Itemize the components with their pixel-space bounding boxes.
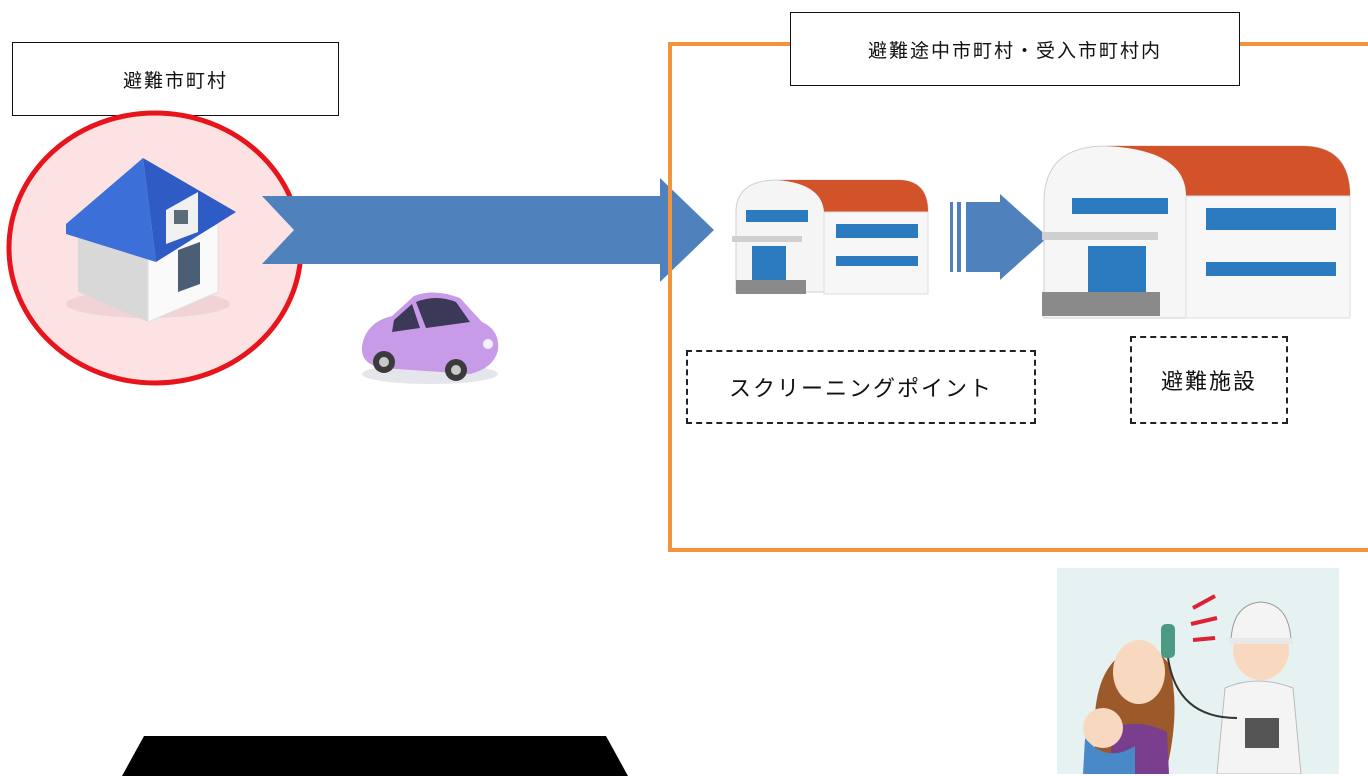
- facility-text: 避難施設: [1160, 370, 1257, 395]
- screening-illustration: [1057, 568, 1339, 774]
- evacuation-arrow: [262, 178, 714, 282]
- small-arrow: [950, 194, 1048, 280]
- screening-point-label: スクリーニングポイント: [686, 350, 1036, 424]
- bottom-dark-shape: [122, 736, 628, 776]
- screening-point-text: スクリーニングポイント: [728, 377, 993, 402]
- house-icon: [66, 158, 236, 323]
- origin-label-text: 避難市町村: [122, 69, 228, 92]
- origin-label: 避難市町村: [12, 42, 339, 116]
- region-label-text: 避難途中市町村・受入市町村内: [867, 39, 1162, 62]
- facility-label: 避難施設: [1130, 336, 1288, 424]
- car-icon: [361, 292, 499, 384]
- region-label: 避難途中市町村・受入市町村内: [790, 12, 1240, 86]
- large-building-icon: [1042, 145, 1351, 319]
- school-building-icon: [732, 179, 929, 295]
